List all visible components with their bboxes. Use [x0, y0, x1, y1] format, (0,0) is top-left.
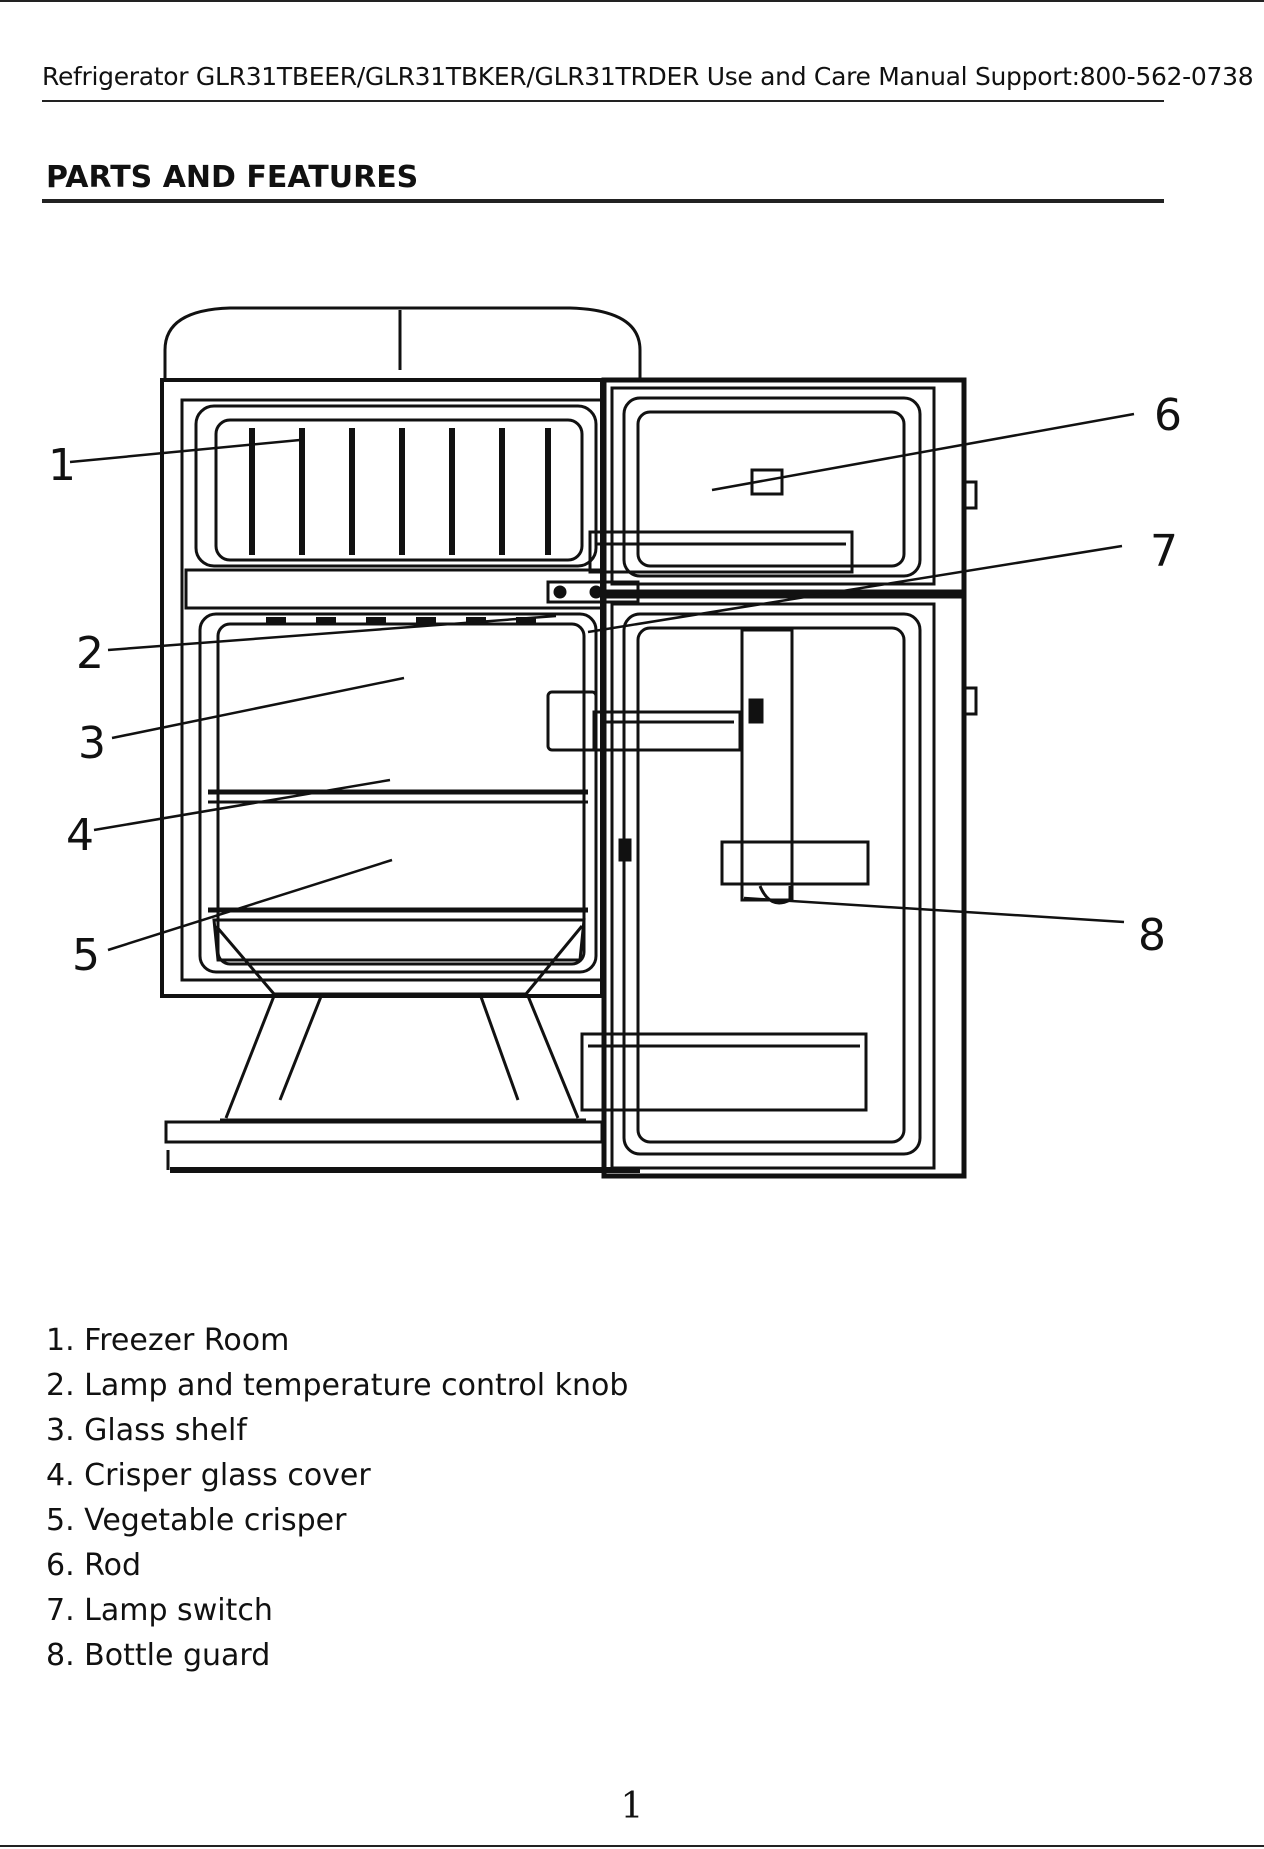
- parts-list-item: 7. Lamp switch: [46, 1588, 628, 1633]
- parts-list-item: 4. Crisper glass cover: [46, 1453, 628, 1498]
- parts-list-item: 6. Rod: [46, 1543, 628, 1588]
- freezer-ribs: [252, 428, 548, 555]
- parts-list: 1. Freezer Room 2. Lamp and temperature …: [46, 1318, 628, 1678]
- parts-list-item: 2. Lamp and temperature control knob: [46, 1363, 628, 1408]
- parts-list-item: 1. Freezer Room: [46, 1318, 628, 1363]
- top-border: [0, 0, 1264, 2]
- fridge-door: [582, 596, 976, 1176]
- parts-list-item: 3. Glass shelf: [46, 1408, 628, 1453]
- cabinet: [162, 308, 640, 1170]
- section-divider: [42, 199, 1164, 203]
- header-divider: [42, 100, 1164, 102]
- parts-list-item: 8. Bottle guard: [46, 1633, 628, 1678]
- callout-3: 3: [78, 718, 106, 769]
- parts-list-item: 5. Vegetable crisper: [46, 1498, 628, 1543]
- running-header: Refrigerator GLR31TBEER/GLR31TBKER/GLR31…: [42, 62, 1253, 91]
- page-number: 1: [0, 1786, 1264, 1827]
- callout-5: 5: [72, 930, 100, 981]
- callout-7: 7: [1150, 526, 1178, 577]
- freezer-door: [590, 380, 976, 592]
- callout-2: 2: [76, 628, 104, 679]
- bottom-border: [0, 1845, 1264, 1847]
- refrigerator-diagram: 1 2 3 4 5 6 7 8: [0, 270, 1264, 1230]
- callout-6: 6: [1154, 390, 1182, 441]
- callout-4: 4: [66, 810, 94, 861]
- callout-1: 1: [48, 440, 76, 491]
- callout-8: 8: [1138, 910, 1166, 961]
- section-title: PARTS AND FEATURES: [46, 160, 418, 195]
